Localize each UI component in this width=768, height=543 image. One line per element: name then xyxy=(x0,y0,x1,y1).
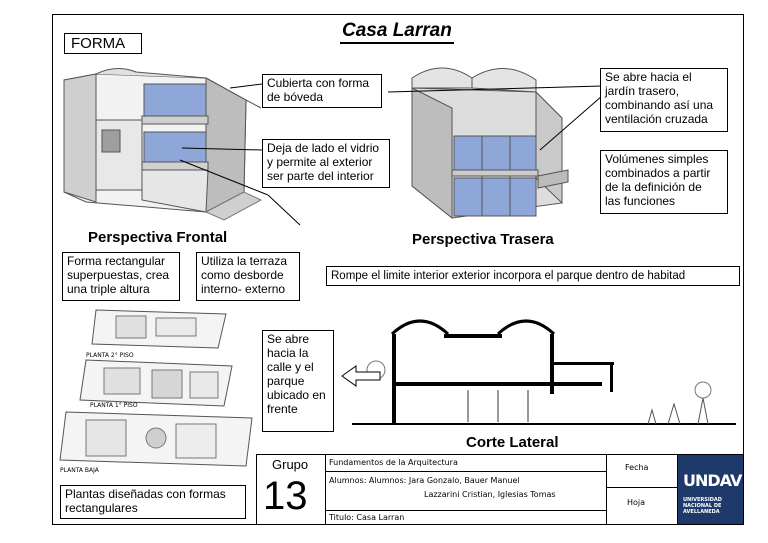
note-vidrio: Deja de lado el vidrio y permite al exte… xyxy=(262,139,390,188)
tb-titulo: Titulo: Casa Larran xyxy=(329,513,405,522)
section-drawing-image xyxy=(352,319,736,425)
logo-sub-2: NACIONAL DE xyxy=(683,503,722,509)
tb-alumnos-cell: Alumnos: Alumnos: Jara Gonzalo, Bauer Ma… xyxy=(325,471,607,511)
note-cubierta: Cubierta con forma de bóveda xyxy=(262,74,382,108)
tb-course: Fundamentos de la Arquitectura xyxy=(329,458,458,467)
note-vidrio-line3: ser parte del interior xyxy=(267,169,374,183)
note-cubierta-line1: Cubierta con forma xyxy=(267,76,370,90)
floor-plans-image xyxy=(59,309,253,467)
tb-hoja-cell: Hoja xyxy=(606,487,678,525)
note-plantas: Plantas diseñadas con formas rectangular… xyxy=(60,485,246,519)
note-volumenes-line3: de la definición de xyxy=(605,180,702,194)
tb-alumnos-1: Alumnos: Alumnos: Jara Gonzalo, Bauer Ma… xyxy=(329,476,520,485)
note-calle-line5: ubicado en xyxy=(267,388,326,402)
note-vidrio-line2: y permite al exterior xyxy=(267,155,373,169)
plan-label-1: PLANTA 1° PISO xyxy=(90,402,138,409)
caption-corte: Corte Lateral xyxy=(466,434,559,451)
note-calle: Se abre hacia la calle y el parque ubica… xyxy=(262,330,334,432)
note-volumenes-line4: las funciones xyxy=(605,194,676,208)
note-jardin-line2: jardín trasero, xyxy=(605,84,680,98)
tb-titulo-cell: Titulo: Casa Larran xyxy=(325,510,607,525)
note-calle-line6: frente xyxy=(267,402,298,416)
note-calle-line3: calle y el xyxy=(267,360,314,374)
note-terraza: Utiliza la terraza como desborde interno… xyxy=(196,252,300,301)
note-plantas-line1: Plantas diseñadas con formas xyxy=(65,487,226,501)
tb-grupo-cell: Grupo 13 xyxy=(256,454,326,525)
note-forma-line3: una triple altura xyxy=(67,282,150,296)
note-jardin-line3: combinando así una xyxy=(605,98,714,112)
note-vidrio-line1: Deja de lado el vidrio xyxy=(267,141,380,155)
logo-subtext: UNIVERSIDAD NACIONAL DE AVELLANEDA xyxy=(683,497,722,515)
plan-label-pb: PLANTA BAJA xyxy=(60,467,99,474)
tb-fecha: Fecha xyxy=(625,463,649,472)
tb-fecha-cell: Fecha xyxy=(606,454,678,488)
logo-text: UNDAV xyxy=(683,471,742,490)
tb-hoja: Hoja xyxy=(627,498,646,507)
note-forma-rect: Forma rectangular superpuestas, crea una… xyxy=(62,252,180,301)
note-jardin-line1: Se abre hacia el xyxy=(605,70,692,84)
note-calle-line1: Se abre xyxy=(267,332,310,346)
note-jardin: Se abre hacia el jardín trasero, combina… xyxy=(600,68,728,132)
tb-course-cell: Fundamentos de la Arquitectura xyxy=(325,454,607,472)
note-cubierta-line2: de bóveda xyxy=(267,90,324,104)
undav-logo: UNDAV UNIVERSIDAD NACIONAL DE AVELLANEDA xyxy=(677,454,744,525)
note-jardin-line4: ventilación cruzada xyxy=(605,112,708,126)
caption-frontal: Perspectiva Frontal xyxy=(88,229,228,246)
logo-sub-1: UNIVERSIDAD xyxy=(683,497,722,503)
plan-label-2: PLANTA 2° PISO xyxy=(86,352,134,359)
note-volumenes-line1: Volúmenes simples xyxy=(605,152,709,166)
note-terraza-line3: interno- externo xyxy=(201,282,286,296)
note-volumenes: Volúmenes simples combinados a partir de… xyxy=(600,150,728,214)
note-calle-line2: hacia la xyxy=(267,346,309,360)
note-volumenes-line2: combinados a partir xyxy=(605,166,711,180)
note-forma-line1: Forma rectangular xyxy=(67,254,166,268)
rear-perspective-image xyxy=(411,67,569,220)
note-rompe: Rompe el limite interior exterior incorp… xyxy=(326,266,740,286)
caption-trasera: Perspectiva Trasera xyxy=(412,231,554,248)
page-title: Casa Larran xyxy=(340,20,454,44)
forma-label: FORMA xyxy=(64,33,142,54)
front-perspective-image xyxy=(63,68,263,221)
note-plantas-line2: rectangulares xyxy=(65,501,138,515)
grupo-number: 13 xyxy=(263,474,308,518)
note-calle-line4: parque xyxy=(267,374,305,388)
tb-alumnos-2: Lazzarini Cristian, Iglesias Tomas xyxy=(424,490,556,499)
note-forma-line2: superpuestas, crea xyxy=(67,268,170,282)
logo-sub-3: AVELLANEDA xyxy=(683,509,720,515)
note-terraza-line2: como desborde xyxy=(201,268,284,282)
grupo-label: Grupo xyxy=(272,457,309,472)
note-terraza-line1: Utiliza la terraza xyxy=(201,254,288,268)
